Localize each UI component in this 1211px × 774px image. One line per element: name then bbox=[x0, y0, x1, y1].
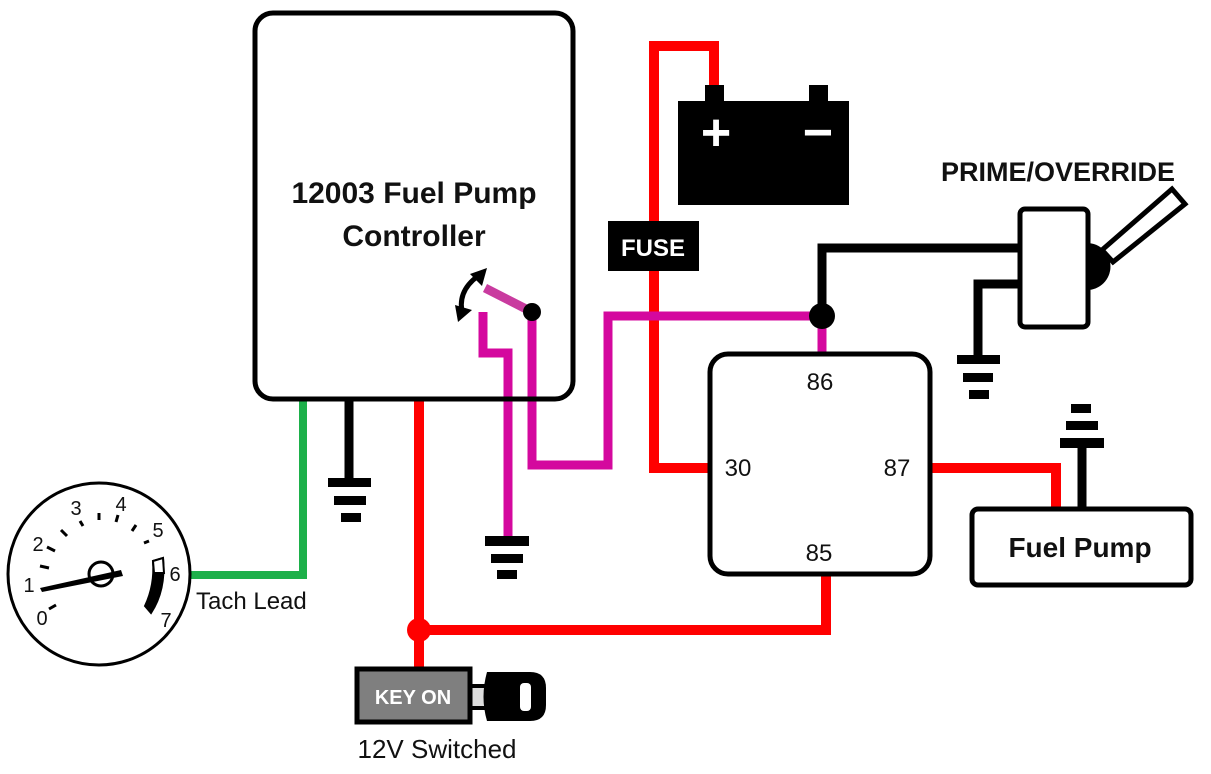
prime-switch-label: PRIME/OVERRIDE bbox=[941, 157, 1175, 187]
controller-switch-contact bbox=[478, 312, 513, 540]
tach-tick-6: 6 bbox=[169, 564, 180, 586]
fuse-box bbox=[608, 221, 699, 271]
battery-positive-wire bbox=[649, 41, 719, 473]
controller-label-line1: 12003 Fuel Pump bbox=[291, 177, 536, 210]
relay-pin-86: 86 bbox=[807, 369, 834, 396]
relay-87-to-pump-wire bbox=[930, 463, 1061, 507]
key-icon bbox=[483, 672, 546, 721]
battery-negative-symbol: − bbox=[803, 104, 833, 162]
tach-tick-1: 1 bbox=[23, 575, 34, 597]
switched-12v-label: 12V Switched bbox=[358, 734, 517, 764]
controller-ground-icon bbox=[328, 478, 371, 522]
switch-toggle-arrow-icon bbox=[455, 268, 487, 322]
tach-lead-wire bbox=[190, 400, 307, 579]
tachometer-needle bbox=[40, 570, 123, 592]
relay-pin-85: 85 bbox=[806, 540, 833, 567]
tach-tick-5: 5 bbox=[152, 520, 163, 542]
trigger-ground-icon bbox=[485, 536, 529, 579]
tach-tick-0: 0 bbox=[36, 608, 47, 630]
relay-pin-30: 30 bbox=[725, 455, 752, 482]
relay-pin-87: 87 bbox=[884, 455, 911, 482]
tach-tick-4: 4 bbox=[115, 494, 126, 516]
key-power-junction-dot bbox=[407, 618, 431, 642]
prime-switch-icon[interactable] bbox=[1017, 185, 1189, 330]
controller-switch-pivot-dot bbox=[523, 303, 541, 321]
tach-tick-7: 7 bbox=[160, 610, 171, 632]
battery-icon: + − bbox=[678, 85, 849, 205]
fuel-pump-box bbox=[969, 506, 1194, 588]
controller-label-line2: Controller bbox=[342, 220, 486, 253]
tach-lead-label: Tach Lead bbox=[196, 588, 307, 615]
ignition-key-switch[interactable]: KEY ON bbox=[354, 666, 546, 725]
prime-switch-to-relay-wire bbox=[817, 243, 1022, 316]
controller-box bbox=[252, 10, 576, 402]
fuse-label: FUSE bbox=[621, 235, 685, 262]
tach-tick-2: 2 bbox=[32, 534, 43, 556]
key-on-label: KEY ON bbox=[375, 687, 451, 709]
prime-switch-ground-icon bbox=[957, 355, 1000, 399]
relay-box bbox=[707, 351, 933, 577]
prime-switch-ground-wire bbox=[973, 279, 1022, 358]
tachometer-gauge: 0 1 2 3 4 5 6 7 bbox=[6, 481, 192, 667]
battery-positive-symbol: + bbox=[701, 104, 731, 162]
relay-86-junction-dot bbox=[809, 303, 835, 329]
tach-tick-3: 3 bbox=[70, 498, 81, 520]
fuel-pump-label: Fuel Pump bbox=[1008, 532, 1151, 563]
fuel-pump-ground-icon bbox=[1060, 404, 1104, 448]
relay-85-to-key-wire bbox=[419, 574, 831, 635]
